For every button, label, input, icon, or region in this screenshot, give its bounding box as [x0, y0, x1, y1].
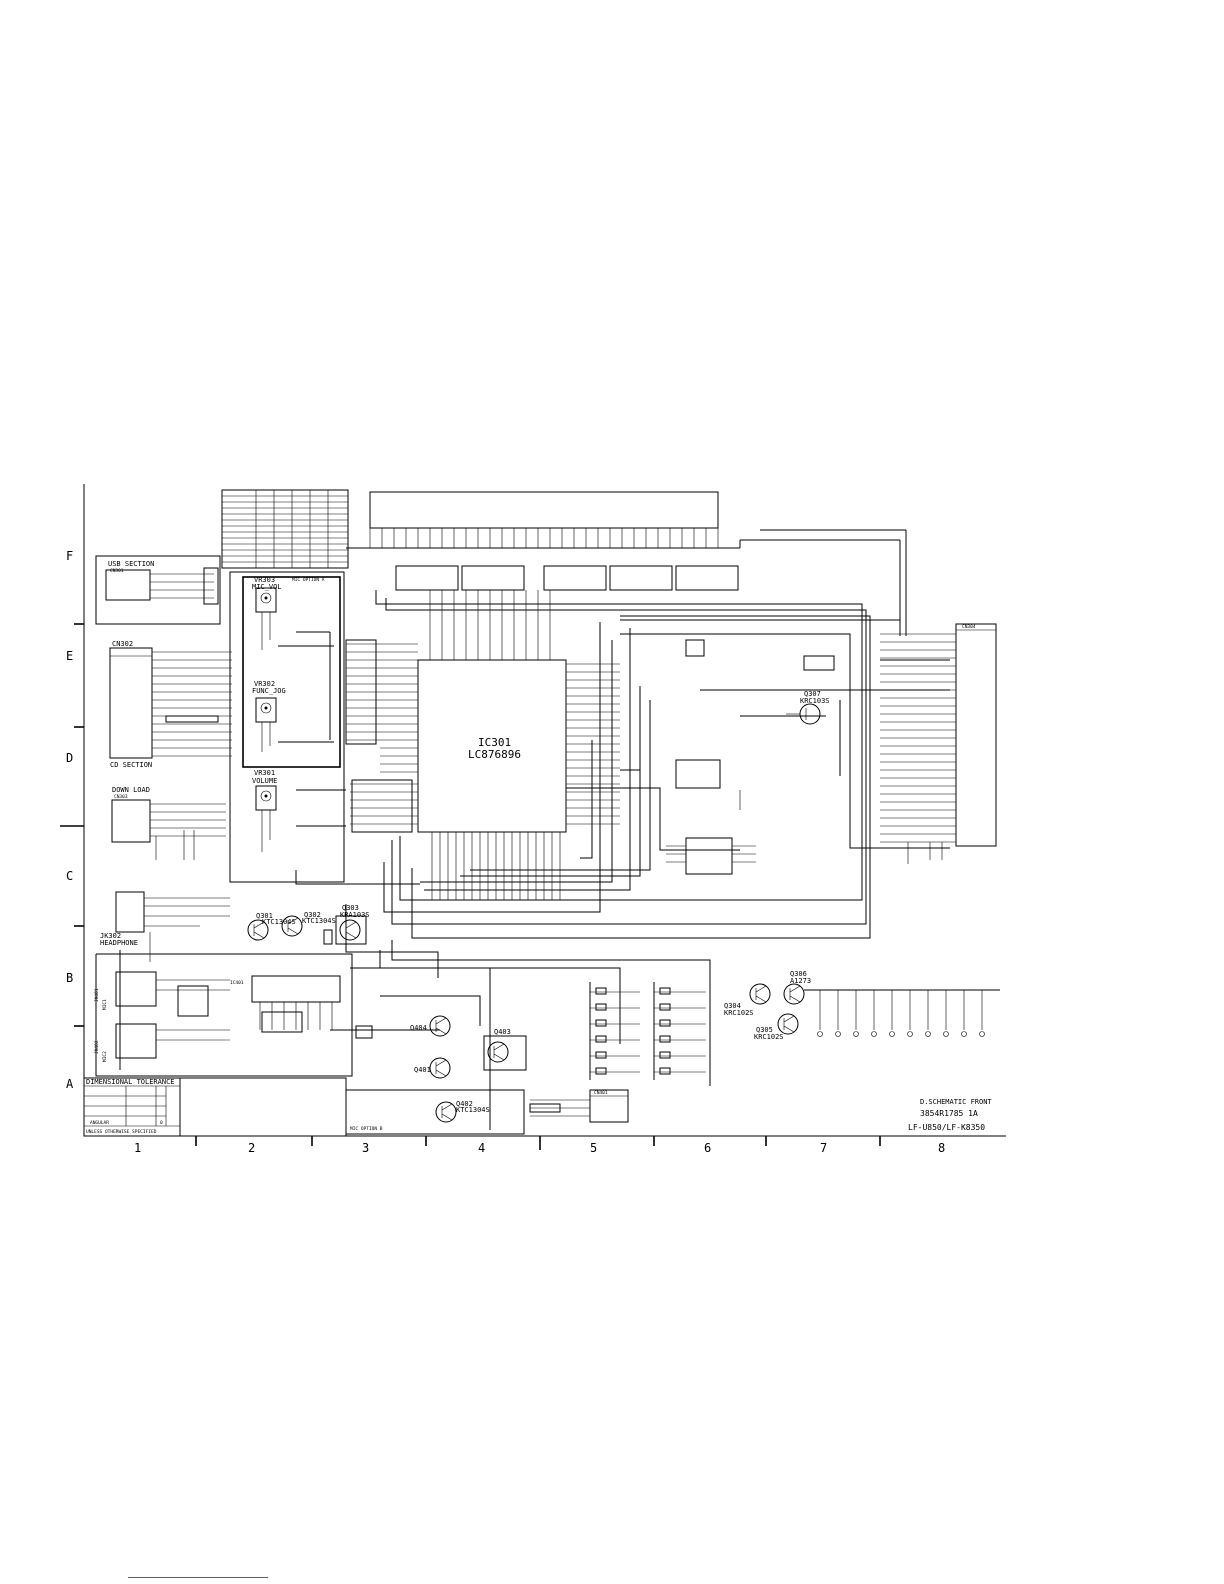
usb-section: [95, 555, 221, 625]
title-block-models: LF-U850/LF-K8350: [908, 1123, 985, 1132]
vr301-ref: VR301: [254, 769, 275, 777]
key-switch-matrix: [589, 982, 706, 1080]
cd-connector-ref: CN302: [112, 640, 133, 648]
ic401-ref: IC401: [230, 980, 244, 986]
q302-ref: Q302: [304, 911, 321, 919]
q304-part: KRC102S: [724, 1009, 754, 1017]
vr301-name: VOLUME: [252, 777, 277, 785]
vr302-name: FUNC_JOG: [252, 687, 286, 695]
footer-rule: [128, 1577, 268, 1578]
jk401-ref: JK401: [94, 988, 100, 1002]
q301-symbol: [247, 919, 269, 941]
mic-option-a-label: MIC OPTION A: [292, 577, 325, 583]
zone-col-5: 5: [590, 1141, 597, 1155]
q306-part: A1273: [790, 977, 811, 985]
q302-symbol: [281, 915, 303, 937]
jk402-name: MIC2: [102, 1051, 108, 1062]
q303-ref: Q303: [342, 904, 359, 912]
right-connector-cn304: [880, 623, 997, 864]
zone-row-d: D: [66, 751, 73, 765]
zone-col-7: 7: [820, 1141, 827, 1155]
mic-option-a-box: [229, 571, 345, 883]
potentiometer-vr303: [255, 587, 277, 650]
q305-ref: Q305: [756, 1026, 773, 1034]
regulator-area: [685, 639, 835, 725]
zone-row-b: B: [66, 971, 73, 985]
vr303-name: MIC_VOL: [252, 583, 282, 591]
tolerance-block: [83, 1077, 347, 1137]
led-row: [804, 989, 1000, 1037]
potentiometer-vr302: [255, 697, 277, 752]
q401-ref: Q401: [414, 1066, 431, 1074]
zone-col-6: 6: [704, 1141, 711, 1155]
tolerance-title: DIMENSIONAL TOLERANCE: [86, 1078, 175, 1086]
zone-row-c: C: [66, 869, 73, 883]
q306-ref: Q306: [790, 970, 807, 978]
jk401-name: MIC1: [102, 999, 108, 1010]
cn304-ref: CN304: [962, 624, 976, 630]
download-connector: [111, 799, 226, 860]
tolerance-angular: ANGULAR: [90, 1120, 109, 1126]
vr302-ref: VR302: [254, 680, 275, 688]
zone-col-1: 1: [134, 1141, 141, 1155]
usb-connector-ref: CN301: [110, 568, 124, 574]
zone-col-8: 8: [938, 1141, 945, 1155]
q305-symbol: [777, 1013, 799, 1035]
tolerance-unless: UNLESS OTHERWISE SPECIFIED: [86, 1129, 157, 1135]
tolerance-angular-value: 0: [160, 1120, 163, 1126]
download-connector-ref: CN303: [114, 794, 128, 800]
q304-symbol: [749, 983, 771, 1005]
q303-symbol: [323, 915, 367, 945]
main-ic-part: LC876896: [468, 748, 521, 761]
q303-part: KRA103S: [340, 911, 370, 919]
q402-symbol: [435, 1101, 457, 1123]
q307-part: KRC103S: [800, 697, 830, 705]
ic401-body: [251, 975, 373, 1039]
q403-ref: Q403: [494, 1028, 511, 1036]
q301-ref: Q301: [256, 912, 273, 920]
zone-col-2: 2: [248, 1141, 255, 1155]
q301-part: KTC1304S: [262, 918, 296, 926]
mic-jacks: [115, 971, 230, 1059]
zone-col-4: 4: [478, 1141, 485, 1155]
option-table: [221, 489, 349, 569]
q305-part: KRC102S: [754, 1033, 784, 1041]
mic-option-b-label: MIC OPTION B: [350, 1126, 383, 1132]
jk302-ref: JK302: [100, 932, 121, 940]
cd-section-label: CD SECTION: [110, 761, 152, 769]
display-connector: [346, 491, 907, 636]
headphone-jack: [115, 891, 230, 962]
title-block-title: D.SCHEMATIC FRONT: [920, 1098, 992, 1106]
q401-symbol: [429, 1057, 451, 1079]
zone-col-3: 3: [362, 1141, 369, 1155]
q404-ref: Q404: [410, 1024, 427, 1032]
q306-symbol: [783, 983, 805, 1005]
title-block-part-no: 3854R1785 1A: [920, 1109, 978, 1118]
cd-connector: [109, 647, 232, 759]
mic-option-b-box: [330, 967, 525, 1135]
q403-symbol: [483, 1035, 527, 1071]
reset-ic-area: [666, 759, 756, 875]
q402-ref: Q402: [456, 1100, 473, 1108]
jk402-ref: JK402: [94, 1040, 100, 1054]
q302-part: KTC1304S: [302, 917, 336, 925]
main-ic-body: [345, 590, 620, 900]
q404-symbol: [429, 1015, 451, 1037]
q304-ref: Q304: [724, 1002, 741, 1010]
jk302-name: HEADPHONE: [100, 939, 138, 947]
vr303-ref: VR303: [254, 576, 275, 584]
download-section-label: DOWN LOAD: [112, 786, 150, 794]
main-ic-ref: IC301: [478, 736, 511, 749]
potentiometer-vr301: [255, 785, 277, 852]
q307-ref: Q307: [804, 690, 821, 698]
usb-section-label: USB SECTION: [108, 560, 154, 568]
zone-row-a: A: [66, 1077, 74, 1091]
cn401-connector: [529, 1089, 629, 1123]
zone-row-e: E: [66, 649, 73, 663]
zone-row-f: F: [66, 549, 73, 563]
cn401-ref: CN401: [594, 1090, 608, 1096]
q402-part: KTC1304S: [456, 1106, 490, 1114]
